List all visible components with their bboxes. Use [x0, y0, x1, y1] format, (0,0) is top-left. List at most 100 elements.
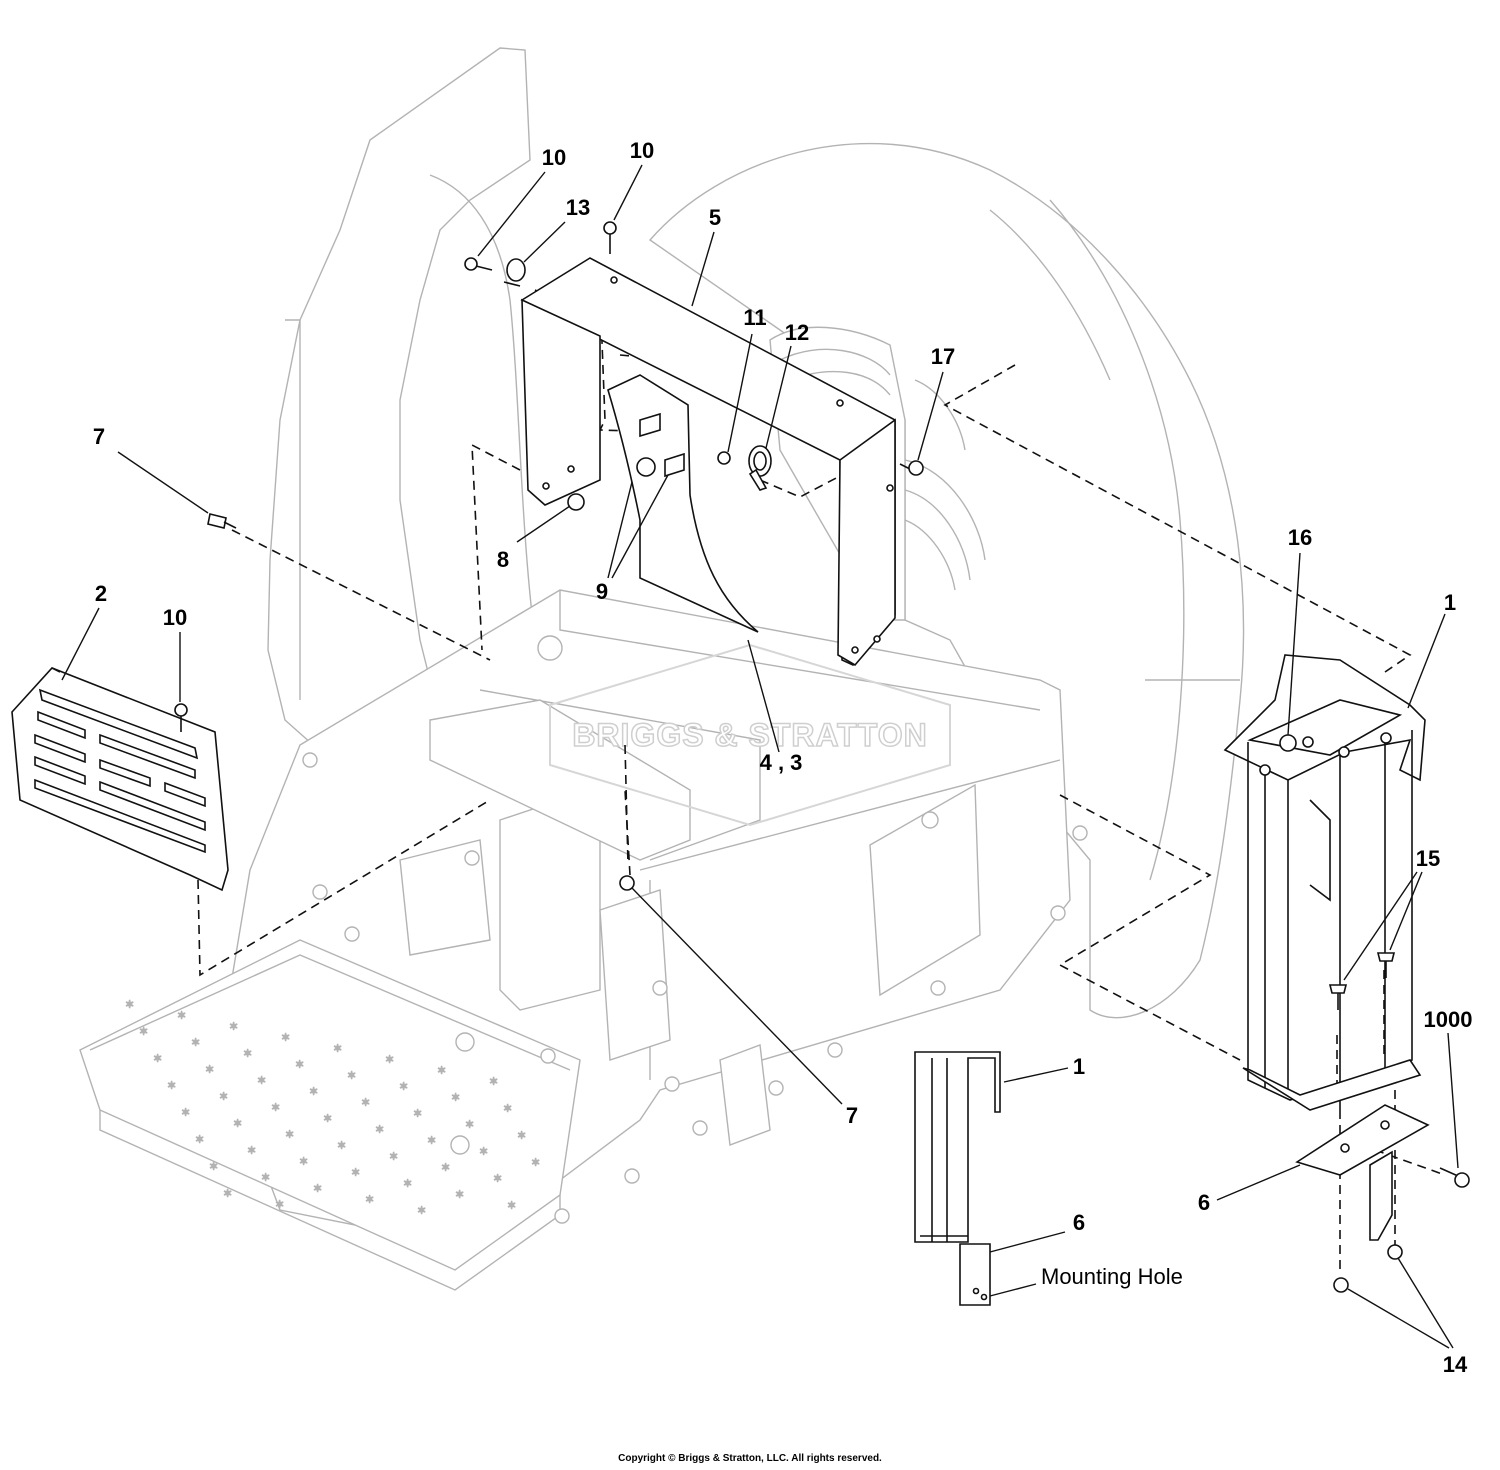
part-12-clamp	[748, 445, 772, 491]
part-13-clip	[503, 258, 526, 287]
tread-mark: ✶	[209, 1160, 218, 1173]
tread-mark: ✶	[195, 1133, 204, 1146]
part-7-nut	[619, 875, 635, 891]
tread-mark: ✶	[205, 1063, 214, 1076]
callout-10: 10	[163, 605, 187, 630]
part-17-bolt	[899, 460, 924, 476]
tread-mark: ✶	[333, 1042, 342, 1055]
tread-mark: ✶	[261, 1171, 270, 1184]
callout-1-inset: 1	[1073, 1054, 1085, 1079]
part-1000-bolt	[1439, 1167, 1470, 1188]
tread-mark: ✶	[295, 1058, 304, 1071]
callout-10: 10	[630, 138, 654, 163]
tread-mark: ✶	[347, 1069, 356, 1082]
tread-mark: ✶	[243, 1047, 252, 1060]
tread-mark: ✶	[229, 1020, 238, 1033]
tread-mark: ✶	[153, 1052, 162, 1065]
tread-mark: ✶	[413, 1107, 422, 1120]
callout-16: 16	[1288, 525, 1312, 550]
tread-mark: ✶	[417, 1204, 426, 1217]
tread-mark: ✶	[181, 1106, 190, 1119]
callout-9: 9	[596, 579, 608, 604]
tread-mark: ✶	[299, 1155, 308, 1168]
tread-mark: ✶	[531, 1156, 540, 1169]
tread-mark: ✶	[493, 1172, 502, 1185]
callout-7: 7	[93, 424, 105, 449]
tread-mark: ✶	[365, 1193, 374, 1206]
part-14-nut-b	[1333, 1277, 1349, 1293]
tread-pattern: ✶ ✶ ✶ ✶ ✶ ✶ ✶ ✶ ✶ ✶ ✶ ✶ ✶ ✶ ✶ ✶ ✶ ✶ ✶ ✶ ✶ ✶ ✶ ✶ ✶ ✶ ✶ ✶ ✶ ✶ ✶ ✶ ✶ ✶ ✶ ✶ ✶ ✶ ✶ ✶…	[124, 997, 541, 1217]
callout-17: 17	[931, 344, 955, 369]
part-11-nut	[717, 451, 731, 465]
part-4-3-guard	[607, 374, 759, 633]
tread-mark: ✶	[177, 1009, 186, 1022]
frame-bolts	[302, 635, 1088, 1224]
callout-10: 10	[542, 145, 566, 170]
tread-mark: ✶	[385, 1053, 394, 1066]
tread-mark: ✶	[275, 1198, 284, 1211]
tread-mark: ✶	[437, 1064, 446, 1077]
callout-5: 5	[709, 205, 721, 230]
tread-mark: ✶	[479, 1145, 488, 1158]
side-panel	[267, 47, 531, 761]
tread-mark: ✶	[233, 1117, 242, 1130]
callout-12: 12	[785, 320, 809, 345]
tread-mark: ✶	[271, 1101, 280, 1114]
tread-mark: ✶	[219, 1090, 228, 1103]
tread-mark: ✶	[361, 1096, 370, 1109]
blower-housing	[648, 142, 1245, 1019]
callout-7: 7	[846, 1103, 858, 1128]
watermark: BRIGGS & STRATTON	[549, 643, 951, 827]
callout-11: 11	[743, 305, 766, 330]
tread-mark: ✶	[403, 1177, 412, 1190]
part-15-pins	[1328, 952, 1396, 1010]
tread-mark: ✶	[337, 1139, 346, 1152]
callout-1: 1	[1444, 590, 1456, 615]
access-panel	[869, 783, 981, 997]
tread-mark: ✶	[455, 1188, 464, 1201]
callout-6-inset: 6	[1073, 1210, 1085, 1235]
tread-mark: ✶	[427, 1134, 436, 1147]
tread-mark: ✶	[223, 1187, 232, 1200]
part-14-nut-a	[1387, 1244, 1403, 1260]
callout-1000: 1000	[1424, 1007, 1473, 1032]
callout-4-3: 4 , 3	[760, 750, 803, 775]
part-7-bolt	[207, 513, 237, 529]
part-10-bolt-top	[603, 221, 617, 254]
tread-mark: ✶	[351, 1166, 360, 1179]
tread-mark: ✶	[257, 1074, 266, 1087]
part-1-rack	[1223, 654, 1426, 1111]
tread-mark: ✶	[451, 1091, 460, 1104]
tread-mark: ✶	[465, 1118, 474, 1131]
tread-mark: ✶	[125, 998, 134, 1011]
tread-mark: ✶	[503, 1102, 512, 1115]
callout-6: 6	[1198, 1190, 1210, 1215]
tread-mark: ✶	[139, 1025, 148, 1038]
leader-lines	[61, 164, 1459, 1349]
watermark-text: BRIGGS & STRATTON	[572, 717, 927, 753]
tread-mark: ✶	[489, 1075, 498, 1088]
tread-mark: ✶	[191, 1036, 200, 1049]
mounting-hole-label: Mounting Hole	[1041, 1264, 1183, 1289]
part-2-plate	[11, 667, 229, 892]
background-assembly: ✶ ✶ ✶ ✶ ✶ ✶ ✶ ✶ ✶ ✶ ✶ ✶ ✶ ✶ ✶ ✶ ✶ ✶ ✶ ✶ ✶ ✶ ✶ ✶ ✶ ✶ ✶ ✶ ✶ ✶ ✶ ✶ ✶ ✶ ✶ ✶ ✶ ✶ ✶ ✶…	[79, 47, 1245, 1291]
callout-14: 14	[1443, 1352, 1468, 1377]
tread-mark: ✶	[167, 1079, 176, 1092]
part-6-bracket	[1295, 1104, 1430, 1241]
inset-detail	[914, 1051, 1001, 1306]
part-10-bolt-top-left	[464, 257, 493, 271]
copyright-notice: Copyright © Briggs & Stratton, LLC. All …	[618, 1453, 882, 1464]
callout-8: 8	[497, 547, 509, 572]
tread-mark: ✶	[323, 1112, 332, 1125]
tread-mark: ✶	[281, 1031, 290, 1044]
callout-13: 13	[566, 195, 590, 220]
tread-mark: ✶	[507, 1199, 516, 1212]
callout-2: 2	[95, 581, 107, 606]
tread-mark: ✶	[399, 1080, 408, 1093]
tread-mark: ✶	[247, 1144, 256, 1157]
part-8-nut	[567, 493, 585, 511]
tread-mark: ✶	[389, 1150, 398, 1163]
part-5-shield	[520, 257, 896, 667]
